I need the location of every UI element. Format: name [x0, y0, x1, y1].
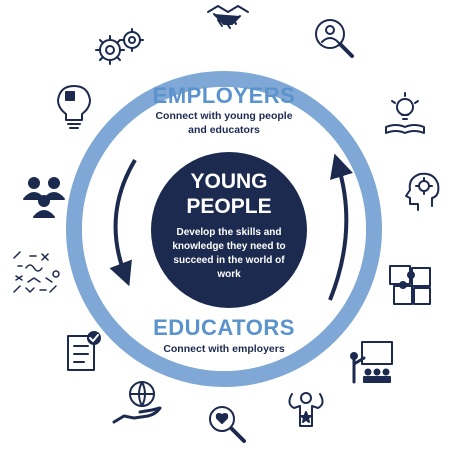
- people-group-icon: [23, 177, 65, 218]
- puzzle-lightbulb-icon: [57, 85, 91, 129]
- checklist-icon: [67, 331, 101, 371]
- young-people-line2: knowledge they need to: [172, 241, 286, 252]
- book-lightbulb-icon: [385, 92, 425, 134]
- hand-globe-icon: [112, 381, 162, 424]
- employers-line1: Connect with young people: [155, 110, 293, 122]
- educators-title: EDUCATORS: [153, 315, 295, 340]
- teacher-class-icon: [350, 341, 393, 384]
- gears-icon: [95, 28, 144, 65]
- right-up-arrow: [328, 153, 353, 301]
- handshake-icon: [207, 5, 249, 29]
- educators-line1: Connect with employers: [163, 343, 285, 355]
- employers-line2: and educators: [188, 124, 260, 136]
- young-people-line1: Develop the skills and: [176, 227, 282, 238]
- young-people-circle: [151, 152, 307, 308]
- head-gear-icon: [405, 172, 440, 211]
- magnifier-heart-icon: [209, 406, 246, 443]
- outer-ring: [66, 71, 382, 387]
- puzzle-icon: [389, 265, 431, 305]
- young-people-line4: work: [217, 269, 241, 280]
- left-down-arrow: [109, 158, 137, 287]
- person-search-icon: [315, 19, 354, 58]
- math-symbols-icon: [13, 251, 60, 293]
- employers-title: EMPLOYERS: [152, 83, 296, 108]
- young-people-title1: YOUNG: [190, 170, 268, 193]
- young-people-line3: succeed in the world of: [173, 255, 285, 266]
- young-people-title2: PEOPLE: [186, 195, 272, 218]
- strong-person-icon: [288, 392, 324, 427]
